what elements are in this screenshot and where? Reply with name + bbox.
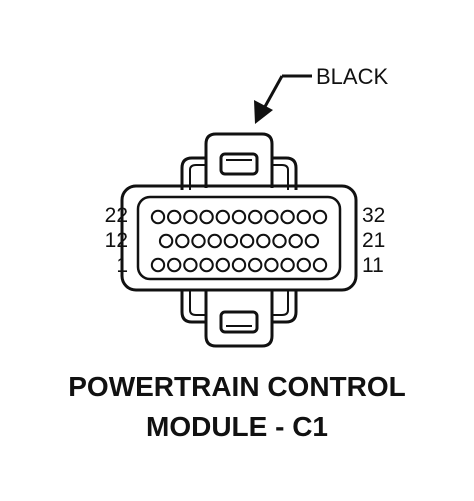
pin-cavity (183, 257, 198, 273)
pin-cavity (256, 233, 271, 249)
pin-cavity (248, 209, 263, 225)
pin-label-right-middle: 21 (362, 229, 385, 252)
pin-cavity (296, 209, 311, 225)
bottom-shoulder-inner (189, 289, 289, 316)
pin-cavity (223, 233, 239, 249)
color-callout: BLACK (254, 64, 388, 124)
pin-cavities (150, 209, 328, 273)
pin-cavity (231, 257, 247, 273)
callout-label: BLACK (316, 64, 388, 89)
pin-cavity (304, 233, 320, 249)
connector-body-outer (120, 184, 358, 292)
pin-cavity (312, 209, 328, 225)
pin-labels-left: 22 12 1 (105, 204, 128, 277)
pin-cavity (150, 209, 166, 225)
top-latch (204, 132, 274, 188)
pin-label-right-top: 32 (362, 204, 385, 227)
bottom-shoulder (180, 289, 298, 324)
pin-cavity (288, 233, 303, 249)
callout-arrowhead (254, 100, 273, 124)
pin-cavity (207, 233, 222, 249)
pin-cavity (167, 209, 182, 225)
pin-cavity (296, 257, 311, 273)
pin-cavity (215, 257, 231, 273)
diagram-title-line2: MODULE - C1 (146, 411, 328, 442)
top-shoulder (180, 156, 298, 190)
pin-cavity (199, 257, 214, 273)
pin-cavity (150, 257, 166, 273)
pin-cavity (158, 233, 174, 249)
pin-label-left-middle: 12 (105, 229, 128, 252)
pin-cavity (215, 209, 231, 225)
pin-label-right-bottom: 11 (362, 254, 384, 277)
bottom-latch-window (219, 310, 259, 334)
pin-label-left-top: 22 (105, 204, 128, 227)
pin-cavity (239, 233, 255, 249)
pin-cavity (199, 209, 214, 225)
pin-cavity (264, 209, 279, 225)
pin-cavity (183, 209, 198, 225)
pin-labels-right: 32 21 11 (362, 204, 385, 277)
pin-cavity (312, 257, 328, 273)
pin-cavity (167, 257, 182, 273)
pin-cavity (231, 209, 247, 225)
pin-label-left-bottom: 1 (116, 254, 128, 277)
pin-cavity (272, 233, 287, 249)
top-latch-window (219, 152, 259, 176)
pin-cavity (280, 209, 295, 225)
connector-housing (120, 132, 358, 348)
top-shoulder-inner (189, 164, 289, 190)
bottom-latch (204, 290, 274, 348)
pin-cavity (280, 257, 295, 273)
pin-cavity (264, 257, 279, 273)
diagram-title-line1: POWERTRAIN CONTROL (68, 371, 406, 402)
pin-cavity (248, 257, 263, 273)
connector-body-inner (136, 195, 342, 281)
pin-cavity (191, 233, 206, 249)
pin-cavity (175, 233, 190, 249)
